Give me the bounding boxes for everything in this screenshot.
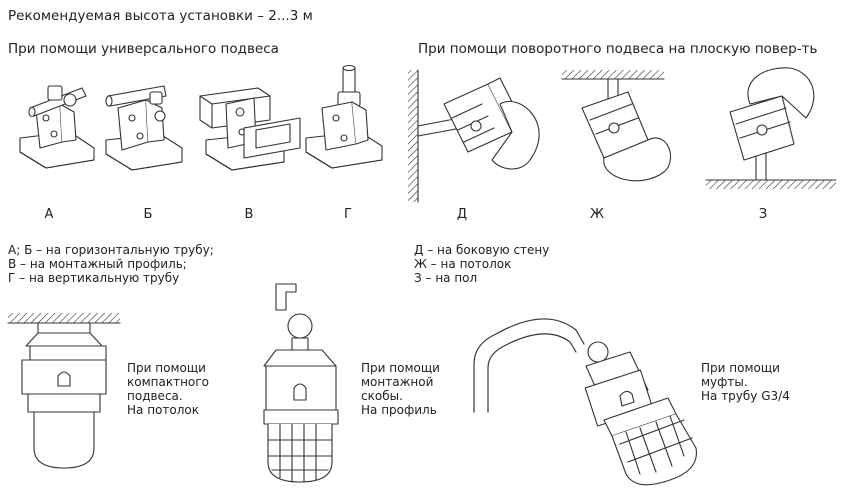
legend-line: Ж – на потолок [414,257,512,271]
bracket-mount-drawing [264,284,338,482]
legend-line: Д – на боковую стену [414,243,550,257]
note-line: При помощи [701,361,780,375]
note-line: муфты. [701,375,748,389]
note-line: монтажной [361,375,434,389]
label-z: З [758,207,768,222]
note-line: При помощи [127,361,206,375]
compact-mount-drawing [8,313,120,468]
mount-zh-drawing [562,70,671,181]
note-line: На потолок [127,403,199,417]
label-zh: Ж [589,207,604,222]
label-a: А [44,207,54,222]
label-b: Б [143,207,153,222]
mount-d-drawing [408,70,539,202]
note-line: На трубу G3/4 [701,389,790,403]
note-line: скобы. [361,389,403,403]
note-coupling: При помощи муфты. На трубу G3/4 [701,361,790,403]
legend-line: А; Б – на горизонтальную трубу; [8,243,214,257]
note-line: подвеса. [127,389,183,403]
legend-line: Г – на вертикальную трубу [8,271,180,285]
page-title: Рекомендуемая высота установки – 2...3 м [8,8,313,24]
mount-v-drawing [200,88,300,170]
mount-b-drawing [106,86,182,170]
coupling-mount-drawing [474,319,696,485]
note-bracket: При помощи монтажной скобы. На профиль [361,361,440,417]
mount-g-drawing [306,66,382,169]
mount-a-drawing [20,86,94,168]
section-title-universal: При помощи универсального подвеса [8,41,279,57]
legend-universal: А; Б – на горизонтальную трубу; В – на м… [8,243,214,285]
legend-line: В – на монтажный профиль; [8,257,187,271]
note-line: На профиль [361,403,437,417]
section-title-swivel: При помощи поворотного подвеса на плоску… [418,41,818,57]
legend-swivel: Д – на боковую стену Ж – на потолок З – … [414,243,549,285]
legend-line: З – на пол [414,271,478,285]
note-compact: При помощи компактного подвеса. На потол… [127,361,209,417]
note-line: При помощи [361,361,440,375]
mount-z-drawing [706,68,836,189]
label-g: Г [344,207,352,222]
label-d: Д [456,207,468,222]
note-line: компактного [127,375,209,389]
label-v: В [244,207,254,222]
